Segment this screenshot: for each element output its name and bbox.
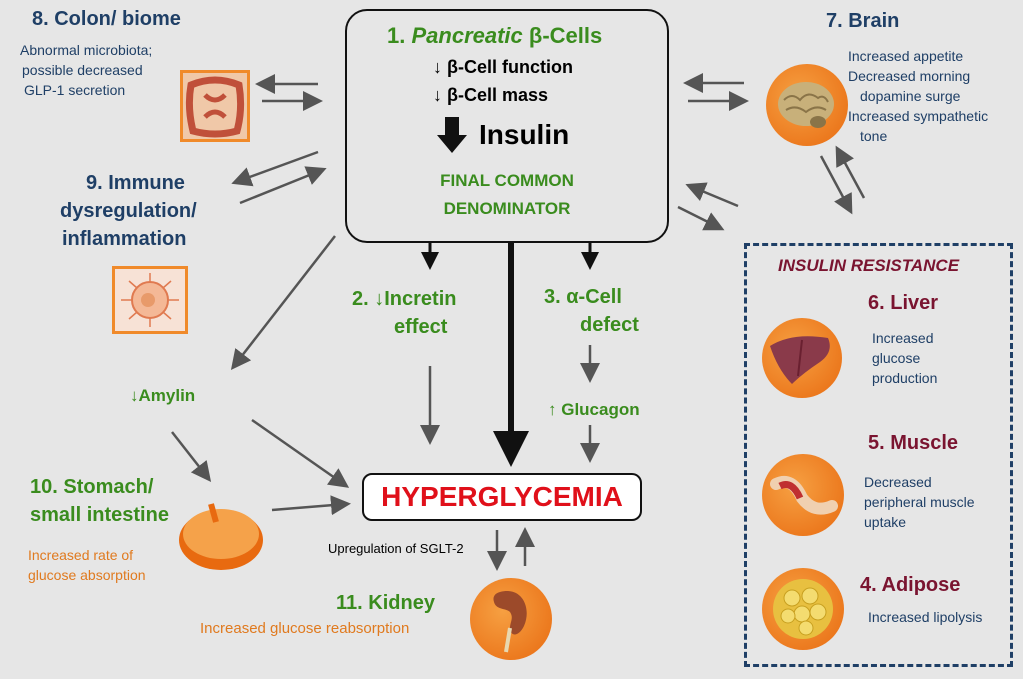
immune-cell-icon: [112, 266, 188, 334]
incretin-line2: effect: [394, 316, 448, 338]
beta-cell-function: ↓ β-Cell function: [433, 57, 573, 77]
colon-desc1: Abnormal microbiota;: [20, 42, 153, 58]
brain-desc2: Decreased morning: [848, 68, 971, 84]
adipose-desc: Increased lipolysis: [868, 609, 983, 625]
colon-desc2: possible decreased: [22, 62, 143, 78]
colon-desc3: GLP-1 secretion: [24, 82, 126, 98]
muscle-icon: [762, 454, 844, 536]
arrow: [171, 431, 212, 482]
insulin-resistance-box: [744, 243, 1013, 667]
amylin-label: ↓Amylin: [130, 386, 196, 405]
arrow: [677, 205, 725, 231]
kidney-title: 11. Kidney: [336, 592, 435, 614]
insulin-label: Insulin: [479, 119, 570, 150]
liver-desc1: Increased: [872, 330, 934, 346]
liver-icon: [762, 318, 842, 398]
stomach-desc2: glucose absorption: [28, 567, 146, 583]
arrow: [230, 235, 336, 370]
fcd-line2: DENOMINATOR: [443, 199, 571, 218]
glucagon-label: ↑ Glucagon: [548, 400, 640, 419]
alpha-cell-line1: 3. α-Cell: [544, 286, 622, 308]
muscle-title: 5. Muscle: [868, 432, 959, 454]
colon-icon: [180, 70, 250, 142]
brain-desc5: tone: [860, 128, 888, 144]
fcd-line1: FINAL COMMON: [440, 171, 574, 190]
stomach-line1: 10. Stomach/: [30, 476, 154, 498]
muscle-desc3: uptake: [864, 514, 907, 530]
brain-desc1: Increased appetite: [848, 48, 964, 64]
brain-desc4: Increased sympathetic: [848, 108, 989, 124]
down-arrow-icon: [435, 115, 475, 155]
adipose-icon: [762, 568, 844, 650]
stomach-icon: [176, 500, 266, 572]
arrow: [685, 182, 739, 208]
liver-title: 6. Liver: [868, 292, 939, 314]
arrow: [231, 150, 319, 187]
muscle-desc2: peripheral muscle: [864, 494, 975, 510]
immune-line2: dysregulation/: [60, 200, 197, 222]
hyperglycemia-box: HYPERGLYCEMIA: [362, 473, 642, 521]
adipose-title: 4. Adipose: [860, 574, 961, 596]
immune-line1: 9. Immune: [86, 172, 185, 194]
arrow: [819, 155, 853, 215]
brain-desc3: dopamine surge: [860, 88, 961, 104]
muscle-desc1: Decreased: [864, 474, 932, 490]
kidney-desc: Increased glucose reabsorption: [200, 620, 410, 637]
sglt2-label: Upregulation of SGLT-2: [328, 541, 464, 556]
insulin-resistance-title: INSULIN RESISTANCE: [778, 256, 960, 275]
liver-desc2: glucose: [872, 350, 921, 366]
arrow: [271, 495, 351, 516]
pancreatic-beta-cells-box: 1. Pancreatic β-Cells ↓ β-Cell function …: [345, 9, 669, 243]
arrow: [835, 145, 866, 199]
liver-desc3: production: [872, 370, 938, 386]
hyperglycemia-label: HYPERGLYCEMIA: [381, 481, 623, 512]
stomach-desc1: Increased rate of: [28, 547, 134, 563]
immune-line3: inflammation: [62, 228, 187, 250]
arrow: [251, 418, 350, 488]
arrow: [239, 166, 327, 205]
brain-title: 7. Brain: [826, 10, 900, 32]
stomach-line2: small intestine: [30, 504, 169, 526]
brain-icon: [766, 64, 848, 146]
colon-title: 8. Colon/ biome: [32, 8, 181, 30]
kidney-icon: [470, 578, 552, 660]
beta-cell-mass: ↓ β-Cell mass: [433, 85, 549, 105]
beta-cells-title: 1. Pancreatic β-Cells: [387, 23, 603, 48]
incretin-line1: 2. ↓Incretin: [352, 288, 457, 310]
alpha-cell-line2: defect: [580, 314, 639, 336]
